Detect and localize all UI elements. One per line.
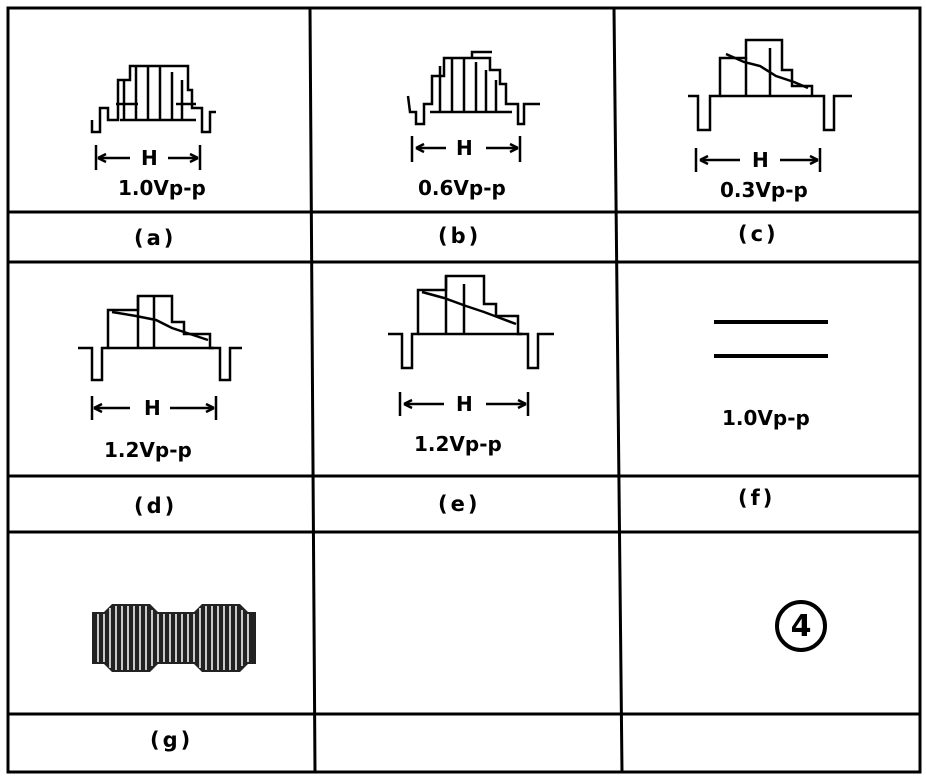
waveform-d	[78, 294, 242, 420]
waveform-g	[92, 604, 256, 672]
h-marker-a: H	[141, 146, 158, 170]
waveform-e	[388, 274, 554, 416]
h-marker-c: H	[752, 148, 769, 172]
amplitude-label-b: 0.6Vp-p	[418, 176, 506, 200]
table-frame	[6, 6, 922, 774]
caption-f: (f)	[738, 486, 776, 510]
amplitude-label-d: 1.2Vp-p	[104, 438, 192, 462]
waveform-a	[90, 64, 216, 170]
h-marker-e: H	[456, 392, 473, 416]
waveform-b	[406, 50, 540, 162]
h-marker-b: H	[456, 136, 473, 160]
amplitude-label-e: 1.2Vp-p	[414, 432, 502, 456]
caption-b: (b)	[438, 224, 482, 248]
caption-a: (a)	[134, 226, 177, 250]
amplitude-label-c: 0.3Vp-p	[720, 178, 808, 202]
figure-number-badge: 4	[775, 600, 827, 652]
caption-e: (e)	[438, 492, 481, 516]
waveform-f	[714, 320, 828, 358]
caption-d: (d)	[134, 494, 178, 518]
waveform-c	[688, 38, 852, 172]
amplitude-label-a: 1.0Vp-p	[118, 176, 206, 200]
caption-c: (c)	[738, 222, 779, 246]
h-marker-d: H	[144, 396, 161, 420]
amplitude-label-f: 1.0Vp-p	[722, 406, 810, 430]
caption-g: (g)	[150, 728, 194, 752]
